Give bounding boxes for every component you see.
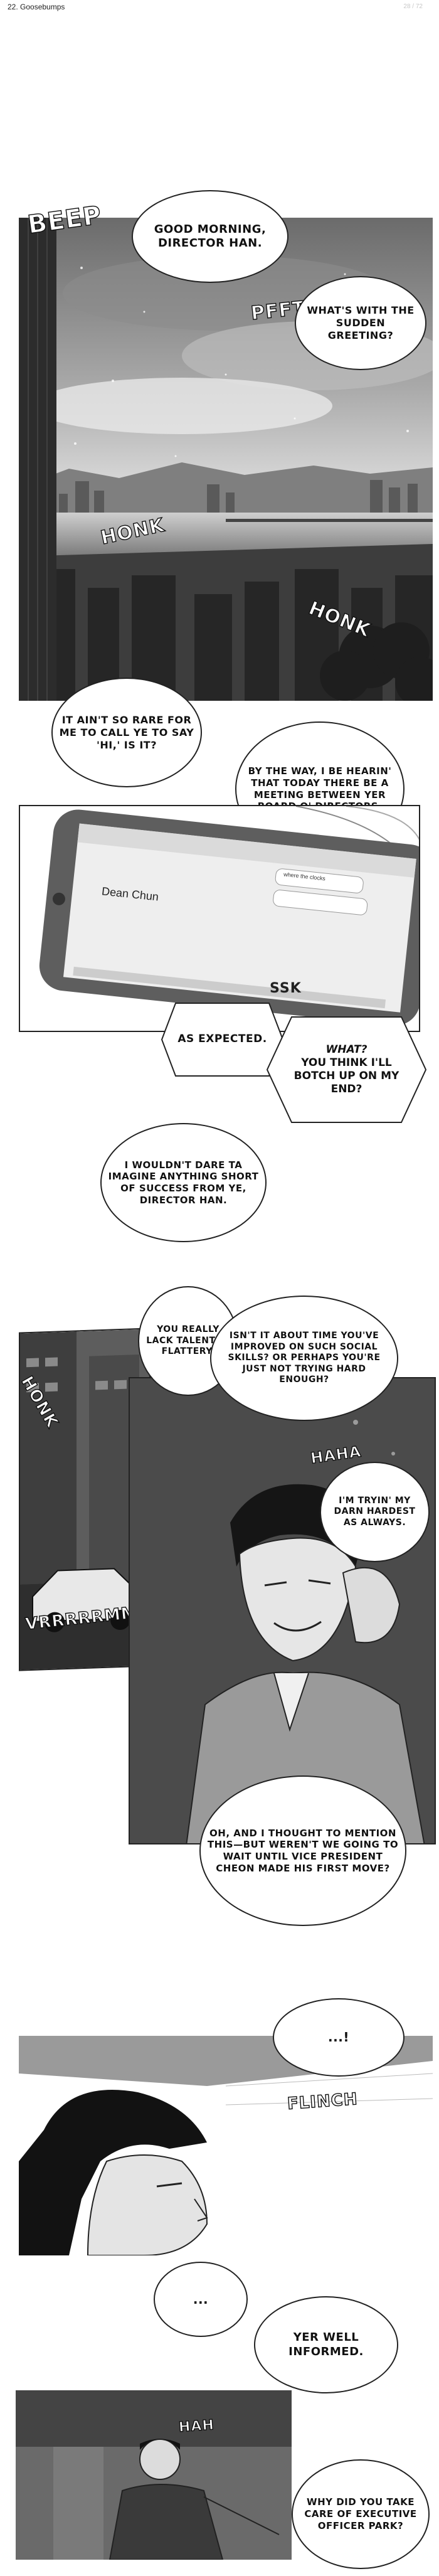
bubble-outline [267,1016,426,1123]
phone-illustration [20,806,419,1031]
sfx-hah: HAH [177,2417,215,2435]
bubble-text: YOU THINK I'LL BOTCH UP ON MY END? [294,1056,399,1096]
speech-bubble: GOOD MORNING, DIRECTOR HAN. [132,190,288,283]
speech-bubble: OH, AND I THOUGHT TO MENTION THIS—BUT WE… [199,1775,406,1926]
car-seat-illustration [16,2390,292,2560]
panel-car-seat [16,2390,292,2560]
speech-bubble: ... [154,2262,248,2337]
emphasis-text: WHAT? [325,1043,368,1056]
page-counter: 28 / 72 [403,3,423,10]
speech-bubble: YER WELL INFORMED. [254,2296,398,2393]
speech-bubble: I'M TRYIN' MY DARN HARDEST AS ALWAYS. [320,1462,430,1562]
speech-bubble: IT AIN'T SO RARE FOR ME TO CALL YE TO SA… [51,678,202,787]
sfx-ssk: SSK [270,981,302,996]
speech-bubble: WHY DID YOU TAKE CARE OF EXECUTIVE OFFIC… [292,2459,430,2569]
panel-man-laughing [129,1377,436,1844]
flinch-illustration [19,2036,433,2255]
speech-bubble: ISN'T IT ABOUT TIME YOU'VE IMPROVED ON S… [210,1296,398,1421]
panel-flinch [19,2036,433,2255]
speech-bubble: WHAT'S WITH THE SUDDEN GREETING? [295,276,426,370]
episode-title: 22. Goosebumps [8,3,65,11]
speech-bubble: ...! [273,1998,405,2077]
speech-bubble: AS EXPECTED. [161,1003,283,1077]
speech-bubble: I WOULDN'T DARE TA IMAGINE ANYTHING SHOR… [100,1123,267,1242]
reader-header: 22. Goosebumps 28 / 72 [0,0,439,14]
bubble-outline [161,1003,283,1077]
speech-bubble-what: WHAT? YOU THINK I'LL BOTCH UP ON MY END? [267,1016,426,1123]
panel-phone: Dean Chun where the clocks SSK [19,805,420,1032]
man-laughing-illustration [130,1378,435,1843]
